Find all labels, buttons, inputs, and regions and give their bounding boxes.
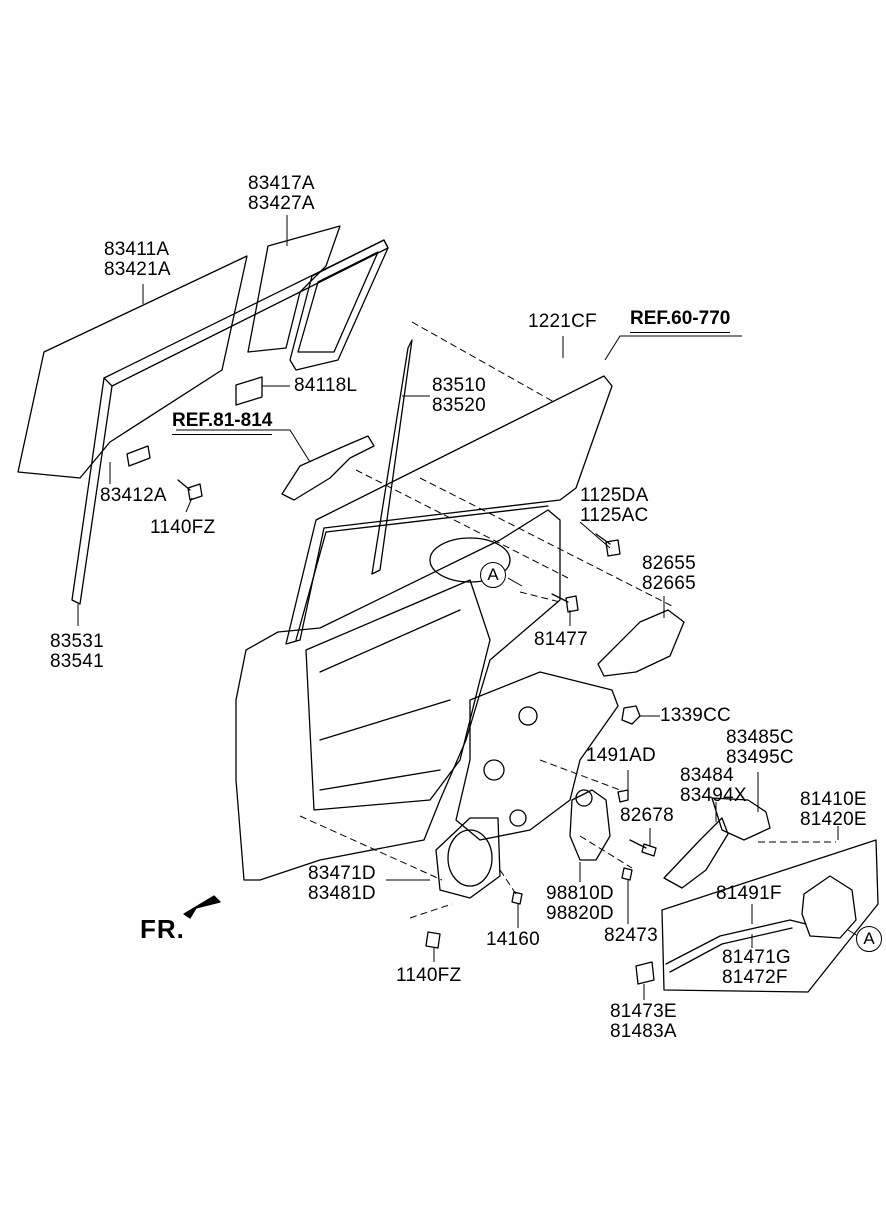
front-direction-label: FR. [140, 914, 185, 944]
latch-assembly-box [661, 839, 879, 993]
regulator-motor [569, 789, 611, 861]
label-14160: 14160 [486, 929, 540, 950]
label-84118 [235, 376, 263, 406]
label-82678: 82678 [620, 805, 674, 826]
front-arrow [183, 895, 221, 919]
door-frame [285, 375, 613, 645]
bracket-83485c [711, 797, 771, 841]
outside-handle [281, 435, 375, 501]
clip-83412 [126, 445, 151, 467]
door-glass [17, 255, 248, 479]
label-1221cf: 1221CF [528, 311, 597, 332]
bolt-81477 [551, 593, 579, 613]
circle-marker-a-latch: A [856, 926, 882, 952]
label-1491ad: 1491AD [586, 745, 656, 766]
speaker-panel [435, 817, 501, 899]
bolt-1140fz-a [177, 479, 203, 501]
label-1140fz-a: 1140FZ [150, 517, 216, 538]
rear-channel [371, 339, 413, 575]
label-81477: 81477 [534, 629, 588, 650]
bolt-1125da [595, 533, 621, 557]
circle-marker-a-door: A [480, 562, 506, 588]
door-latch [801, 875, 857, 939]
door-inner-panel [235, 509, 561, 881]
label-1339cc: 1339CC [660, 705, 731, 726]
rear-run-channel [71, 377, 113, 605]
label-82473: 82473 [604, 925, 658, 946]
lock-cable [665, 919, 807, 973]
screw-82473 [621, 867, 633, 881]
ref-81-814: REF.81-814 [172, 410, 273, 435]
label-83412a: 83412A [100, 485, 167, 506]
cable-clip [635, 961, 655, 985]
nut-1339cc [621, 705, 641, 725]
plug-14160 [511, 891, 523, 905]
grommet-1491ad [617, 789, 629, 803]
glass-run [103, 239, 389, 387]
bolt-1140fz-b [425, 931, 441, 949]
ref-60-770: REF.60-770 [630, 308, 731, 333]
bolt-82678 [629, 839, 657, 857]
label-84118l: 84118L [294, 375, 358, 396]
label-1140fz-b: 1140FZ [396, 965, 462, 986]
rod-bracket-83484 [663, 817, 729, 889]
label-81491f: 81491F [716, 883, 782, 904]
window-regulator [455, 671, 619, 841]
inside-handle [597, 609, 685, 677]
quarter-glass [247, 225, 341, 353]
